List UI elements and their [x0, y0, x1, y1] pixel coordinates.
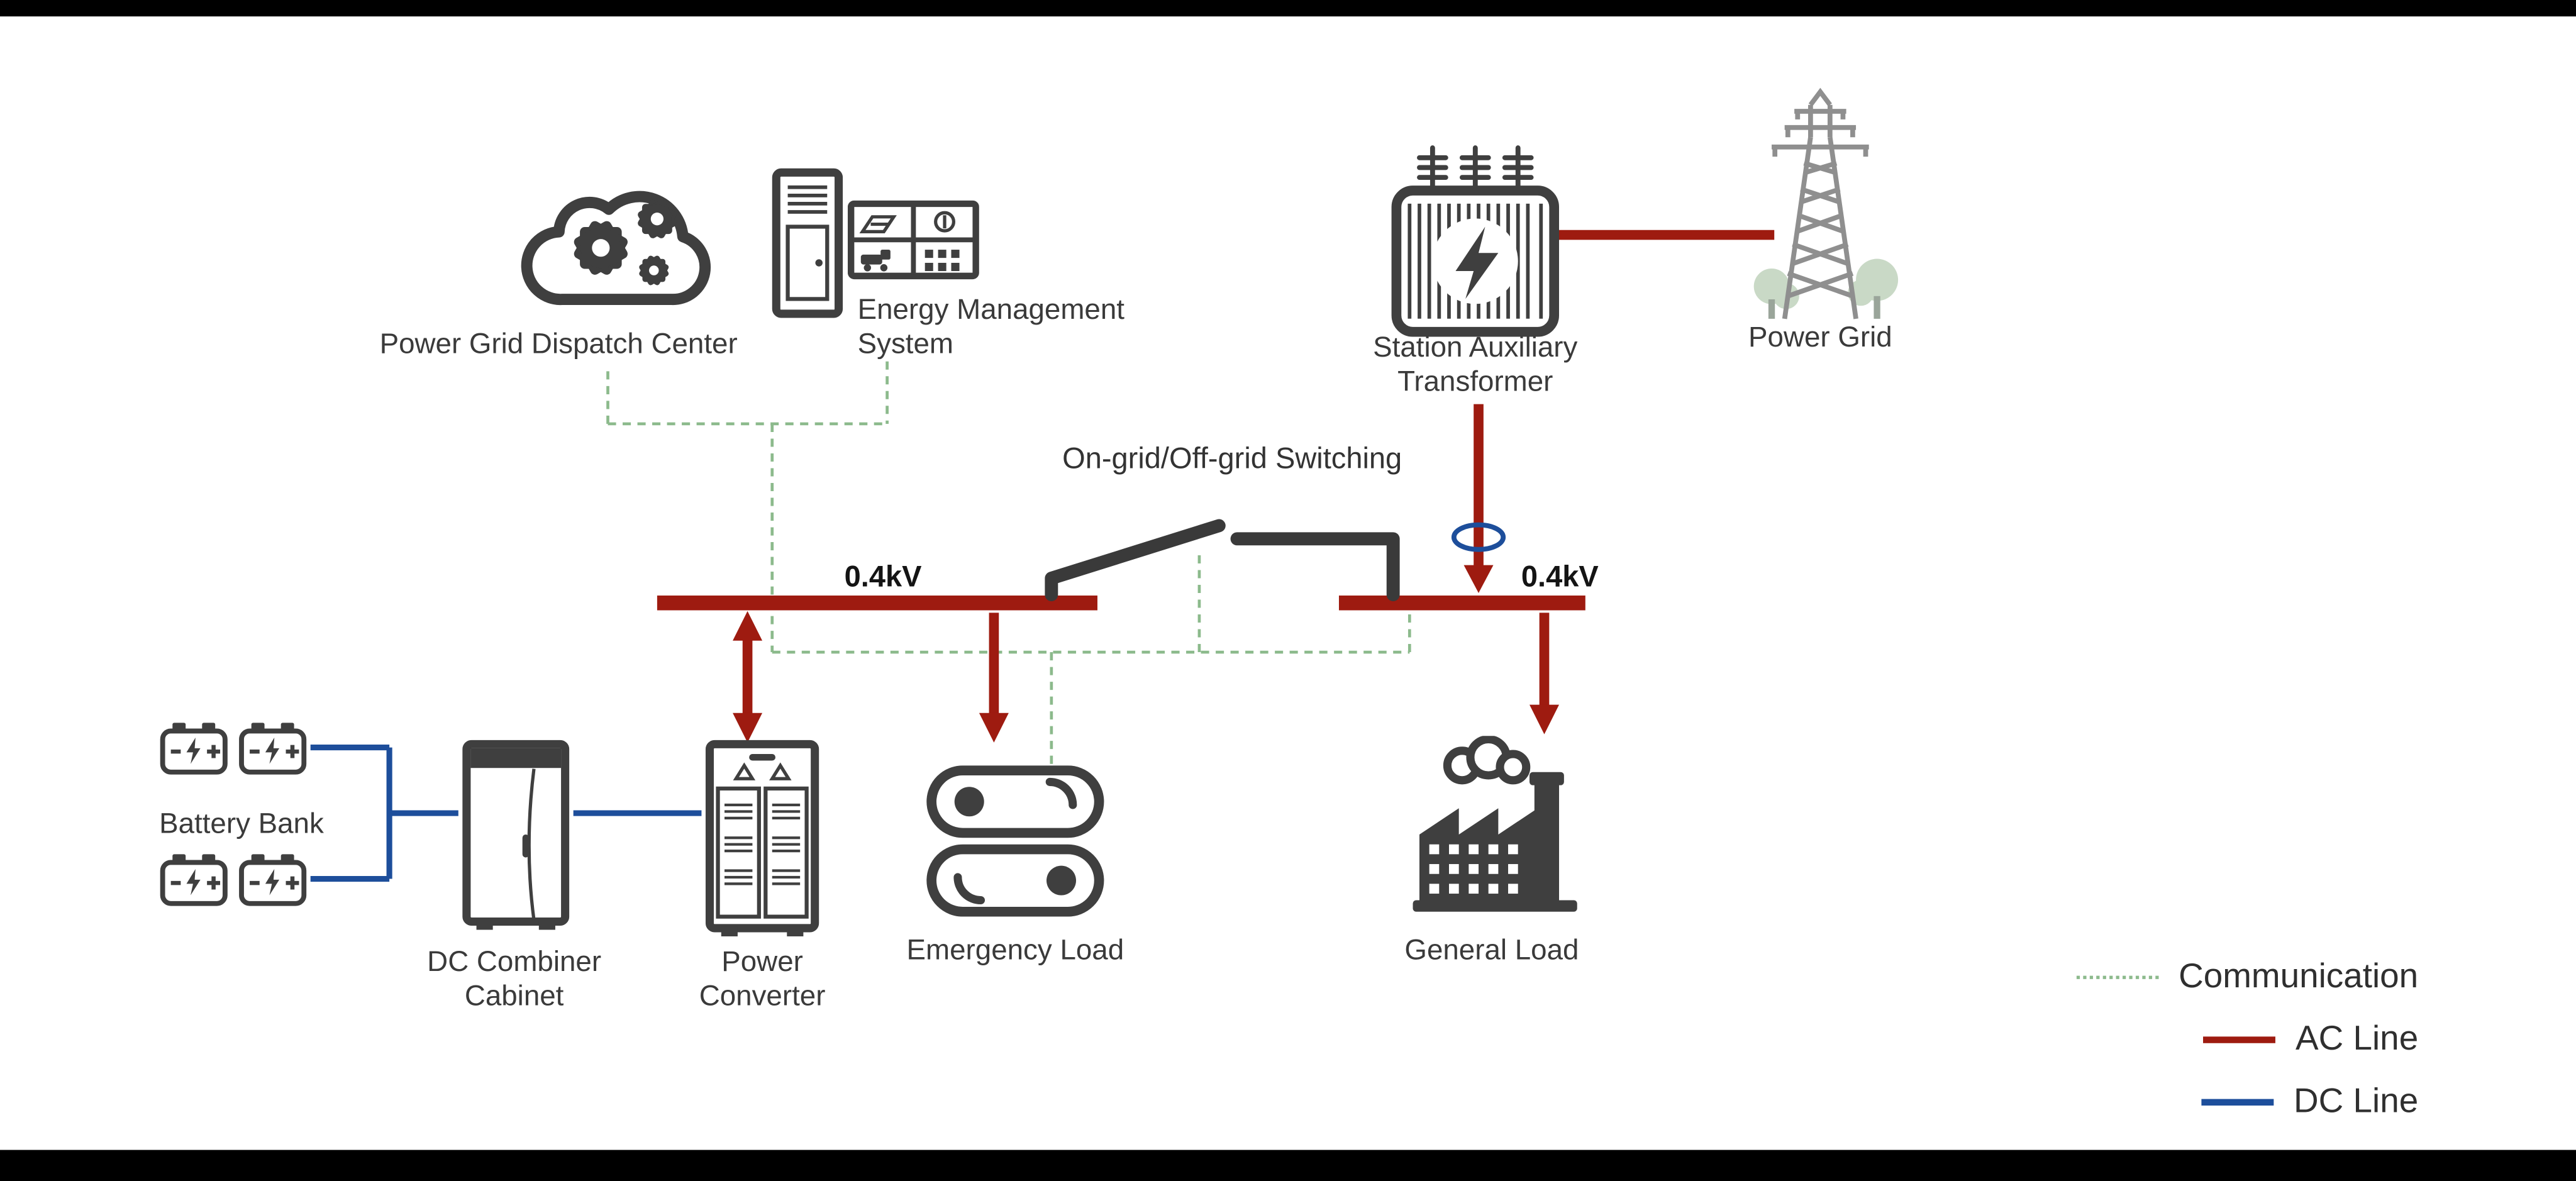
label-station-transformer: Station Auxiliary Transformer: [1373, 330, 1578, 399]
factory-body: [1419, 808, 1538, 904]
arrowhead-transformer: [1463, 565, 1494, 594]
legend-item-dc-line: DC Line: [1889, 1071, 2418, 1133]
label-emergency-load: Emergency Load: [906, 933, 1124, 966]
legend-label: Communication: [2179, 957, 2419, 996]
power-grid-tower-icon: [1738, 82, 1902, 326]
transformer-bushings: [1417, 145, 1534, 193]
cabinet-handle: [522, 834, 530, 858]
screen-array-glyph: [924, 250, 960, 272]
power-converter-icon: [705, 740, 820, 940]
letterbox-top: [0, 0, 2576, 17]
ac-lines: [657, 230, 1775, 718]
tower-lattice: [1772, 87, 1869, 319]
arrowhead-converter-up: [733, 611, 763, 641]
gear-icon: [574, 199, 677, 286]
battery-icon: [159, 719, 228, 775]
switch-contact: [1230, 532, 1400, 602]
louvers: [724, 803, 801, 885]
label-battery-bank: Battery Bank: [159, 806, 324, 840]
chimney: [1534, 779, 1560, 904]
transformer-icon: [1384, 141, 1568, 338]
label-power-converter: Power Converter: [699, 945, 826, 1013]
smoke-cloud: [1443, 736, 1531, 785]
legend-item-communication: Communication: [1889, 946, 2418, 1009]
switch-icon: [1045, 519, 1400, 602]
warning-triangle-icon: [733, 762, 792, 780]
general-load-factory-icon: [1403, 736, 1587, 923]
emergency-load-icon: [925, 765, 1106, 917]
factory-windows: [1429, 844, 1518, 894]
switch-blade: [1045, 519, 1226, 602]
arrowhead-general: [1530, 704, 1560, 735]
screen-vehicle-glyph: [860, 250, 891, 272]
screen-solar-glyph: [859, 215, 897, 233]
label-ems: Energy Management System: [857, 292, 1124, 360]
battery-icon: [238, 719, 308, 775]
communication-line-swatch: [2077, 975, 2159, 979]
label-dc-combiner: DC Combiner Cabinet: [427, 945, 602, 1013]
server-rack-icon: [770, 167, 845, 318]
brand-mark: [749, 754, 775, 761]
arrowhead-emergency: [979, 712, 1009, 743]
legend-label: DC Line: [2294, 1082, 2419, 1121]
dc-lines: [310, 744, 702, 882]
label-bus-right-voltage: 0.4kV: [1521, 560, 1599, 594]
legend-label: AC Line: [2296, 1020, 2419, 1058]
label-power-grid: Power Grid: [1748, 320, 1892, 353]
legend: Communication AC Line DC Line: [1889, 946, 2418, 1134]
ems-monitors-icon: [847, 200, 979, 286]
dc-combiner-cabinet-icon: [462, 740, 570, 933]
dc-line-swatch: [2201, 1099, 2274, 1106]
label-switching: On-grid/Off-grid Switching: [1062, 441, 1402, 475]
battery-icon: [159, 851, 228, 907]
arrowhead-converter-down: [733, 712, 763, 743]
ac-line-swatch: [2203, 1036, 2276, 1043]
screen-meter-glyph: [934, 211, 956, 233]
letterbox-bottom: [0, 1150, 2576, 1181]
ac-arrowheads: [733, 565, 1560, 743]
tree-icon: [1753, 258, 1899, 319]
battery-icon: [238, 851, 308, 907]
label-dispatch-center: Power Grid Dispatch Center: [379, 326, 738, 360]
comm-lines: [606, 361, 1411, 767]
label-bus-left-voltage: 0.4kV: [844, 560, 922, 594]
lightning-bolt-icon: [1455, 226, 1499, 299]
current-sensor-icon: [1451, 522, 1506, 552]
dispatch-center-cloud-icon: [501, 159, 735, 323]
label-general-load: General Load: [1404, 933, 1579, 966]
legend-item-ac-line: AC Line: [1889, 1009, 2418, 1071]
